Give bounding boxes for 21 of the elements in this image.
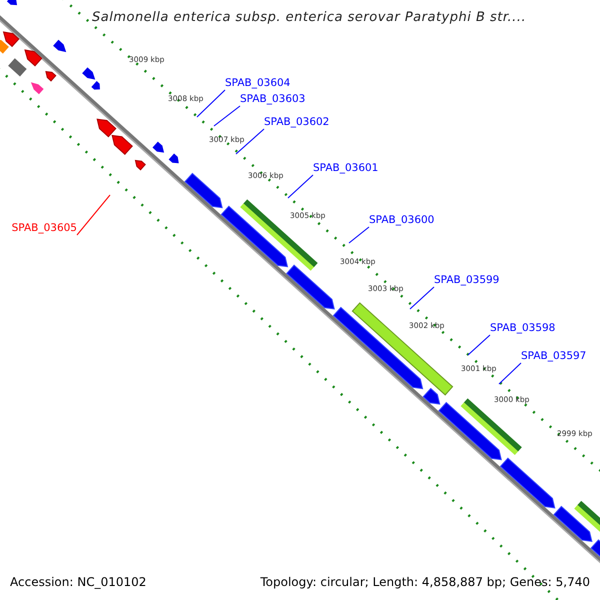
gene-label: SPAB_03598 — [490, 323, 556, 334]
leader-line — [410, 286, 434, 310]
leader-line — [498, 362, 522, 384]
gene-label: SPAB_03597 — [521, 351, 586, 362]
info-text: Topology: circular; Length: 4,858,887 bp; Genes: 5,740 — [260, 576, 590, 588]
gene-label: SPAB_03603 — [240, 94, 306, 104]
leader-line — [76, 194, 110, 236]
leader-line — [468, 334, 490, 356]
gene-label: SPAB_03599 — [434, 275, 500, 286]
gene-label: SPAB_03604 — [225, 78, 290, 88]
gene-label: SPAB_03601 — [313, 163, 378, 174]
gene-label: SPAB_03605 — [12, 223, 77, 234]
leader-line — [288, 174, 314, 198]
info-text: Accession: NC_010102 — [10, 576, 146, 588]
leader-line — [196, 90, 226, 118]
gene-label: SPAB_03602 — [264, 117, 330, 128]
leader-line — [236, 128, 264, 154]
gene-label: SPAB_03600 — [369, 215, 434, 226]
title: Salmonella enterica subsp. enterica serovar Paratyphi B str.... — [92, 11, 526, 24]
leader-line — [214, 106, 240, 126]
leader-line — [348, 226, 370, 244]
